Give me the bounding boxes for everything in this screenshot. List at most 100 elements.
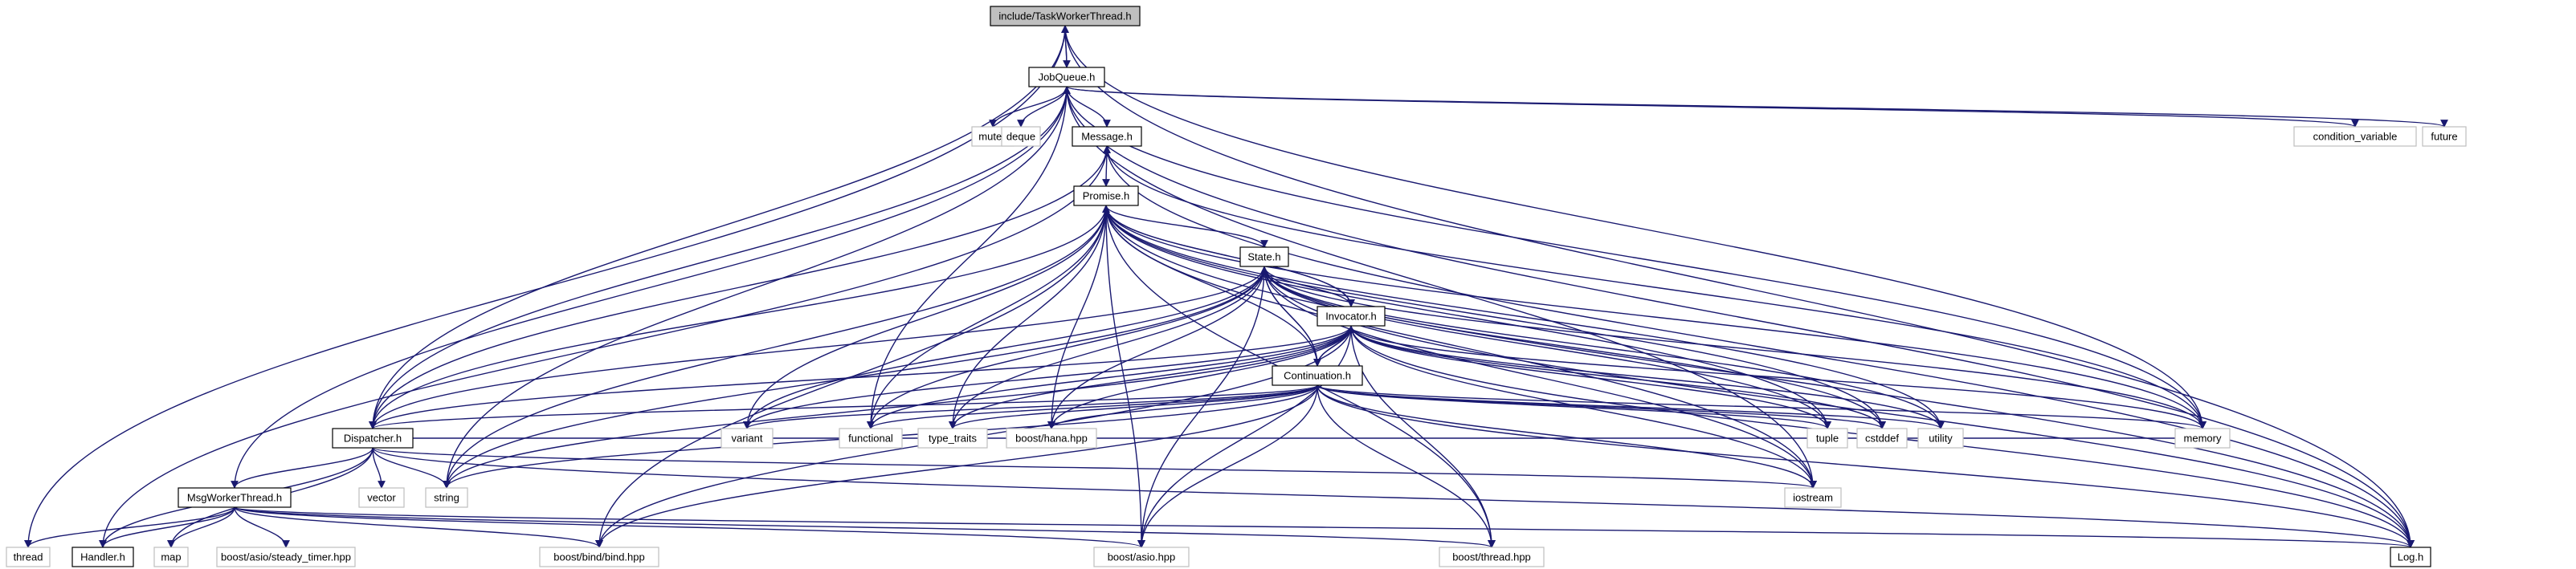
edge-state-to-typetraits	[949, 266, 1265, 429]
edge-continuation-to-invocator	[1317, 325, 1355, 367]
node-string: string	[425, 487, 468, 508]
edge-state-to-memory	[1264, 266, 2207, 429]
edge-continuation-to-state	[1260, 266, 1318, 367]
edge-jobqueue-to-string	[443, 86, 1068, 489]
edge-promise-to-tuple	[1105, 205, 1831, 429]
node-label-condvar: condition_variable	[2313, 131, 2398, 143]
edge-invocator-to-promise	[1102, 205, 1352, 307]
node-label-mutex: mutex	[978, 131, 1007, 143]
edge-jobqueue-to-deque	[1017, 86, 1068, 128]
edge-continuation-to-log	[1317, 384, 2415, 548]
edge-state-to-functional	[867, 266, 1265, 429]
edge-msgworker-to-handler	[99, 506, 235, 548]
edge-promise-to-functional	[867, 205, 1107, 429]
node-label-promise: Promise.h	[1083, 190, 1130, 202]
node-label-iostream: iostream	[1793, 492, 1833, 504]
edge-invocator-to-dispatcher	[369, 325, 1352, 429]
node-label-continuation: Continuation.h	[1284, 370, 1351, 382]
edge-invocator-to-boostthread	[1350, 325, 1496, 548]
edge-promise-to-state	[1105, 205, 1268, 248]
node-label-string: string	[434, 492, 459, 504]
node-box-condvar	[2293, 126, 2417, 147]
node-bind: boost/bind/bind.hpp	[539, 547, 659, 567]
node-label-map: map	[161, 551, 181, 563]
node-log[interactable]: Log.h	[2390, 547, 2431, 567]
edge-dispatcher-to-iostream	[372, 447, 1817, 489]
node-label-vector: vector	[367, 492, 396, 504]
node-label-thread: thread	[14, 551, 43, 563]
edge-jobqueue-to-future	[1066, 86, 2448, 128]
node-cstddef: cstddef	[1856, 428, 1908, 449]
node-box-steadytimer	[216, 547, 356, 567]
node-label-bind: boost/bind/bind.hpp	[553, 551, 644, 563]
node-continuation[interactable]: Continuation.h	[1272, 365, 1363, 386]
edge-state-to-dispatcher	[369, 266, 1265, 429]
node-box-handler	[71, 547, 134, 567]
node-vector: vector	[358, 487, 405, 508]
edge-jobqueue-to-condvar	[1066, 86, 2359, 128]
edge-promise-to-typetraits	[949, 205, 1107, 429]
node-box-future	[2422, 126, 2467, 147]
edge-continuation-to-cstddef	[1317, 384, 1886, 429]
node-box-string	[425, 487, 468, 508]
node-label-dispatcher: Dispatcher.h	[344, 433, 402, 445]
node-box-tuple	[1806, 428, 1848, 449]
node-message[interactable]: Message.h	[1072, 126, 1142, 147]
edge-msgworker-to-steadytimer	[234, 506, 290, 548]
edge-state-to-tuple	[1264, 266, 1831, 429]
edge-jobqueue-to-memory	[1066, 86, 2207, 429]
node-label-typetraits: type_traits	[929, 433, 977, 445]
edge-jobqueue-to-log	[1066, 86, 2415, 548]
edge-invocator-to-string	[443, 325, 1352, 489]
node-iostream: iostream	[1784, 487, 1842, 508]
node-label-invocator: Invocator.h	[1325, 311, 1377, 323]
node-label-state: State.h	[1247, 251, 1280, 263]
node-box-utility	[1917, 428, 1964, 449]
node-handler[interactable]: Handler.h	[71, 547, 134, 567]
node-dispatcher[interactable]: Dispatcher.h	[332, 428, 414, 449]
node-box-jobqueue	[1028, 67, 1105, 87]
edge-msgworker-to-log	[234, 506, 2414, 548]
node-label-steadytimer: boost/asio/steady_timer.hpp	[221, 551, 351, 563]
edge-message-to-memory	[1106, 145, 2207, 429]
node-box-asio	[1093, 547, 1190, 567]
edge-invocator-to-memory	[1350, 325, 2207, 429]
node-box-cstddef	[1856, 428, 1908, 449]
node-label-future: future	[2431, 131, 2457, 143]
node-msgworker[interactable]: MsgWorkerThread.h	[178, 487, 292, 508]
node-box-boostthread	[1439, 547, 1545, 567]
node-label-hana: boost/hana.hpp	[1015, 433, 1088, 445]
node-hana: boost/hana.hpp	[1006, 428, 1097, 449]
node-jobqueue[interactable]: JobQueue.h	[1028, 67, 1105, 87]
node-steadytimer: boost/asio/steady_timer.hpp	[216, 547, 356, 567]
node-box-typetraits	[917, 428, 988, 449]
node-state[interactable]: State.h	[1239, 246, 1289, 267]
node-promise[interactable]: Promise.h	[1073, 185, 1139, 206]
node-label-functional: functional	[848, 433, 893, 445]
node-variant: variant	[721, 428, 774, 449]
node-label-jobqueue: JobQueue.h	[1039, 71, 1096, 83]
edge-state-to-variant	[743, 266, 1265, 429]
edge-continuation-to-variant	[743, 384, 1318, 429]
edge-taskworker-to-log	[1064, 25, 2415, 548]
edge-continuation-to-hana	[1047, 384, 1318, 429]
node-label-utility: utility	[1929, 433, 1953, 445]
edge-msgworker-to-map	[167, 506, 235, 548]
edge-promise-to-memory	[1105, 205, 2207, 429]
node-invocator[interactable]: Invocator.h	[1317, 306, 1386, 327]
edge-state-to-iostream	[1264, 266, 1817, 489]
node-box-memory	[2174, 428, 2231, 449]
node-box-message	[1072, 126, 1142, 147]
dependency-edges	[24, 25, 2448, 548]
edge-dispatcher-to-jobqueue	[372, 86, 1071, 429]
edge-handler-to-message	[102, 145, 1111, 548]
edge-invocator-to-tuple	[1350, 325, 1831, 429]
edge-invocator-to-functional	[867, 325, 1352, 429]
node-box-promise	[1073, 185, 1139, 206]
edge-dispatcher-to-string	[372, 447, 451, 489]
edge-dispatcher-to-vector	[372, 447, 386, 489]
edge-dispatcher-to-msgworker	[231, 447, 374, 489]
node-label-variant: variant	[731, 433, 762, 445]
node-box-state	[1239, 246, 1289, 267]
node-taskworker[interactable]: include/TaskWorkerThread.h	[990, 6, 1141, 26]
